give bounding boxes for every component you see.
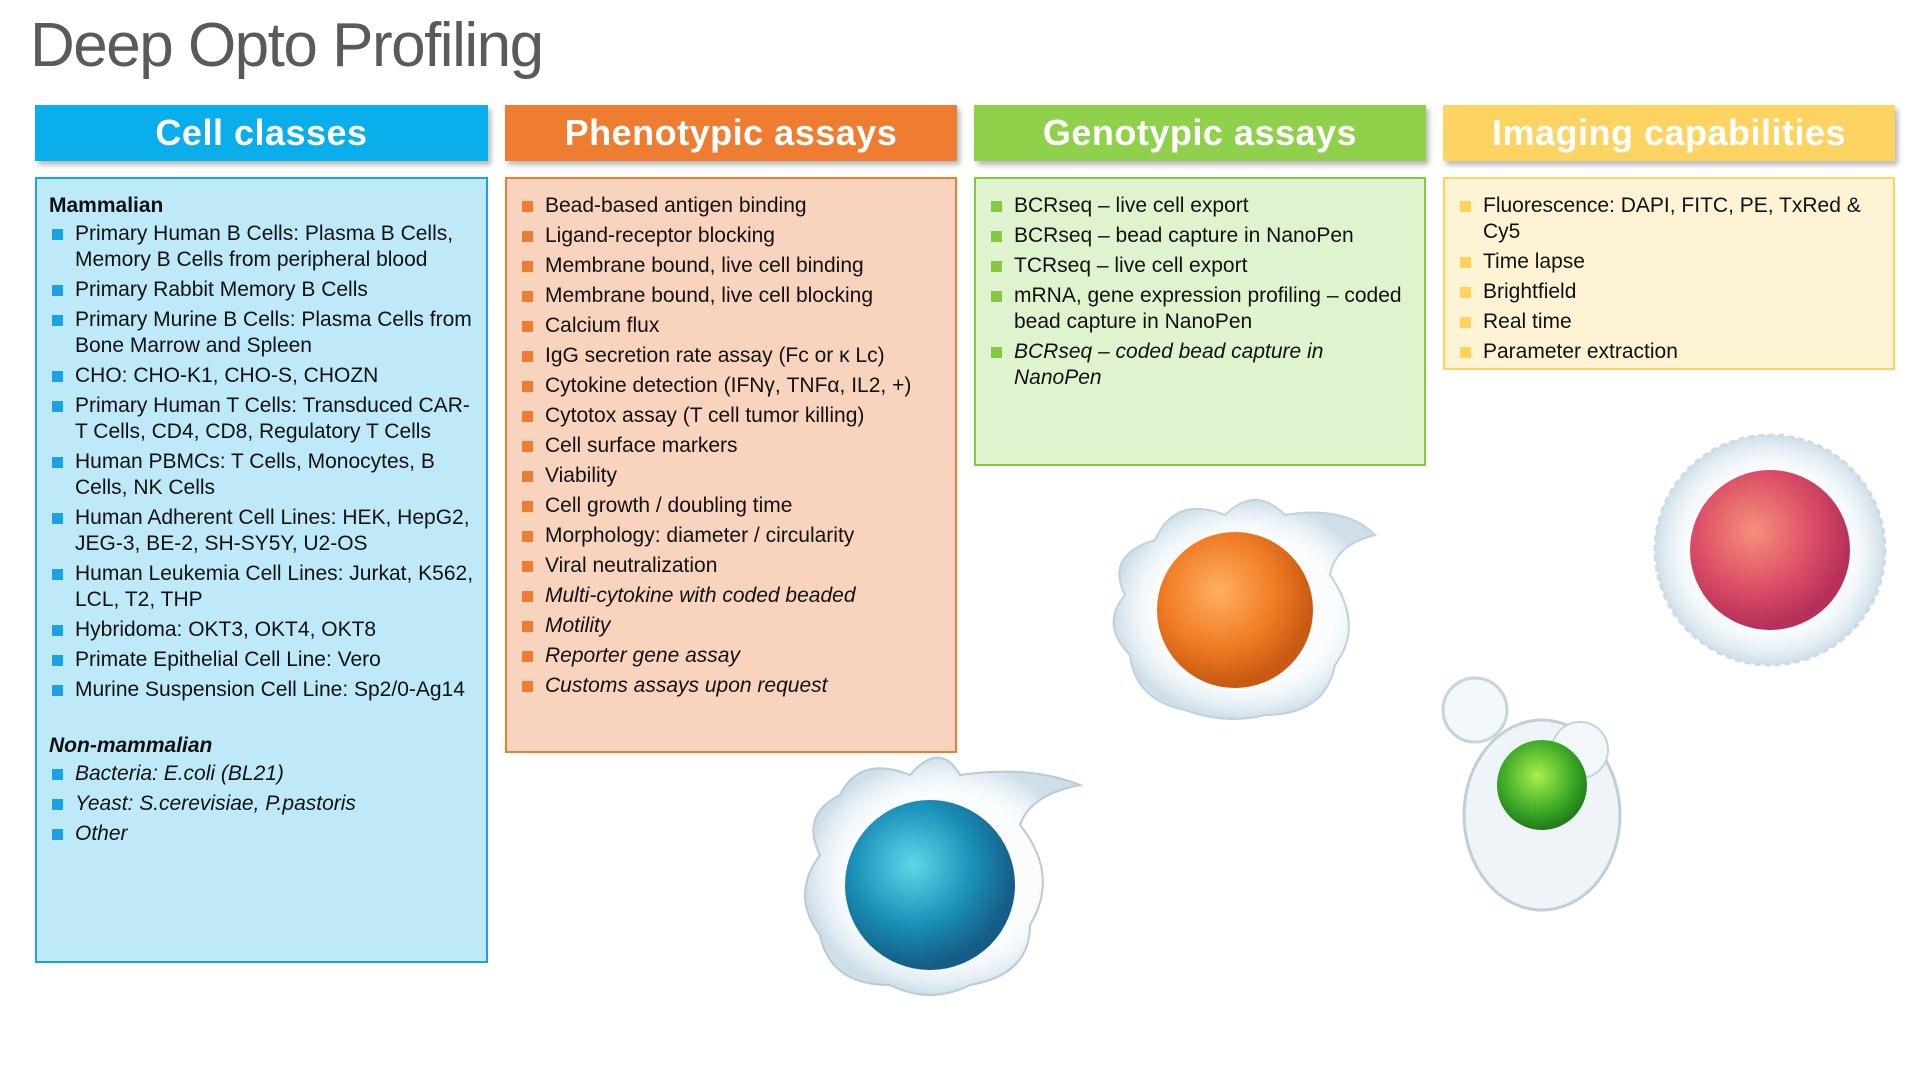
blue-cell-image: [804, 756, 1084, 996]
imaging-capabilities-header-label: Imaging capabilities: [1491, 112, 1847, 153]
list-item: Real time: [1457, 309, 1883, 335]
list-item: Ligand-receptor blocking: [519, 223, 945, 249]
list-item: Customs assays upon request: [519, 673, 945, 699]
cell-classes-panel: Mammalian Primary Human B Cells: Plasma …: [35, 177, 488, 963]
phenotypic-assays-header-label: Phenotypic assays: [564, 112, 898, 153]
list-item: BCRseq – live cell export: [988, 193, 1414, 219]
list-item: Time lapse: [1457, 249, 1883, 275]
list-item: Parameter extraction: [1457, 339, 1883, 365]
list-item: Murine Suspension Cell Line: Sp2/0-Ag14: [49, 677, 476, 703]
list-item: BCRseq – bead capture in NanoPen: [988, 223, 1414, 249]
list-item: Primary Murine B Cells: Plasma Cells fro…: [49, 307, 476, 359]
list-item: Primary Human B Cells: Plasma B Cells, M…: [49, 221, 476, 273]
list-item: Brightfield: [1457, 279, 1883, 305]
list-item: mRNA, gene expression profiling – coded …: [988, 283, 1414, 335]
list-item: Viability: [519, 463, 945, 489]
list-item: Morphology: diameter / circularity: [519, 523, 945, 549]
non-mammalian-heading: Non-mammalian: [49, 734, 213, 757]
imaging-capabilities-header: Imaging capabilities: [1443, 105, 1895, 161]
list-item: Cell surface markers: [519, 433, 945, 459]
mammalian-heading: Mammalian: [49, 194, 164, 217]
page-title: Deep Opto Profiling: [30, 11, 544, 80]
list-item: Cytotox assay (T cell tumor killing): [519, 403, 945, 429]
list-item: BCRseq – coded bead capture in NanoPen: [988, 339, 1414, 391]
cell-classes-header-label: Cell classes: [155, 112, 368, 153]
list-item: Human PBMCs: T Cells, Monocytes, B Cells…: [49, 449, 476, 501]
imaging-list: Fluorescence: DAPI, FITC, PE, TxRed & Cy…: [1457, 193, 1883, 365]
list-item: Hybridoma: OKT3, OKT4, OKT8: [49, 617, 476, 643]
green-cell-image: [1441, 676, 1622, 912]
genotypic-assays-header-label: Genotypic assays: [1042, 112, 1358, 153]
cell-classes-header: Cell classes: [35, 105, 488, 161]
mammalian-list: Primary Human B Cells: Plasma B Cells, M…: [49, 221, 476, 703]
list-item: Membrane bound, live cell binding: [519, 253, 945, 279]
list-item: Viral neutralization: [519, 553, 945, 579]
imaging-capabilities-panel: Fluorescence: DAPI, FITC, PE, TxRed & Cy…: [1443, 177, 1895, 370]
genotypic-italic-list: BCRseq – coded bead capture in NanoPen: [988, 339, 1414, 391]
list-item: Cell growth / doubling time: [519, 493, 945, 519]
list-item: Fluorescence: DAPI, FITC, PE, TxRed & Cy…: [1457, 193, 1883, 245]
list-item: Primate Epithelial Cell Line: Vero: [49, 647, 476, 673]
list-item: TCRseq – live cell export: [988, 253, 1414, 279]
list-item: Membrane bound, live cell blocking: [519, 283, 945, 309]
non-mammalian-list: Bacteria: E.coli (BL21) Yeast: S.cerevisi…: [49, 761, 476, 847]
red-cell-image: [1653, 433, 1887, 667]
list-item: Bacteria: E.coli (BL21): [49, 761, 476, 787]
list-item: Multi-cytokine with coded beaded: [519, 583, 945, 609]
phenotypic-assays-header: Phenotypic assays: [505, 105, 957, 161]
list-item: Calcium flux: [519, 313, 945, 339]
list-item: Motility: [519, 613, 945, 639]
list-item: IgG secretion rate assay (Fc or κ Lc): [519, 343, 945, 369]
list-item: Cytokine detection (IFNγ, TNFα, IL2, +): [519, 373, 945, 399]
list-item: Primary Rabbit Memory B Cells: [49, 277, 476, 303]
list-item: Human Leukemia Cell Lines: Jurkat, K562,…: [49, 561, 476, 613]
list-item: Other: [49, 821, 476, 847]
list-item: Human Adherent Cell Lines: HEK, HepG2, J…: [49, 505, 476, 557]
list-item: Primary Human T Cells: Transduced CAR-T …: [49, 393, 476, 445]
genotypic-assays-header: Genotypic assays: [974, 105, 1426, 161]
list-item: Bead-based antigen binding: [519, 193, 945, 219]
list-item: Reporter gene assay: [519, 643, 945, 669]
list-item: CHO: CHO-K1, CHO-S, CHOZN: [49, 363, 476, 389]
orange-cell-image: [1112, 499, 1377, 720]
list-item: Yeast: S.cerevisiae, P.pastoris: [49, 791, 476, 817]
